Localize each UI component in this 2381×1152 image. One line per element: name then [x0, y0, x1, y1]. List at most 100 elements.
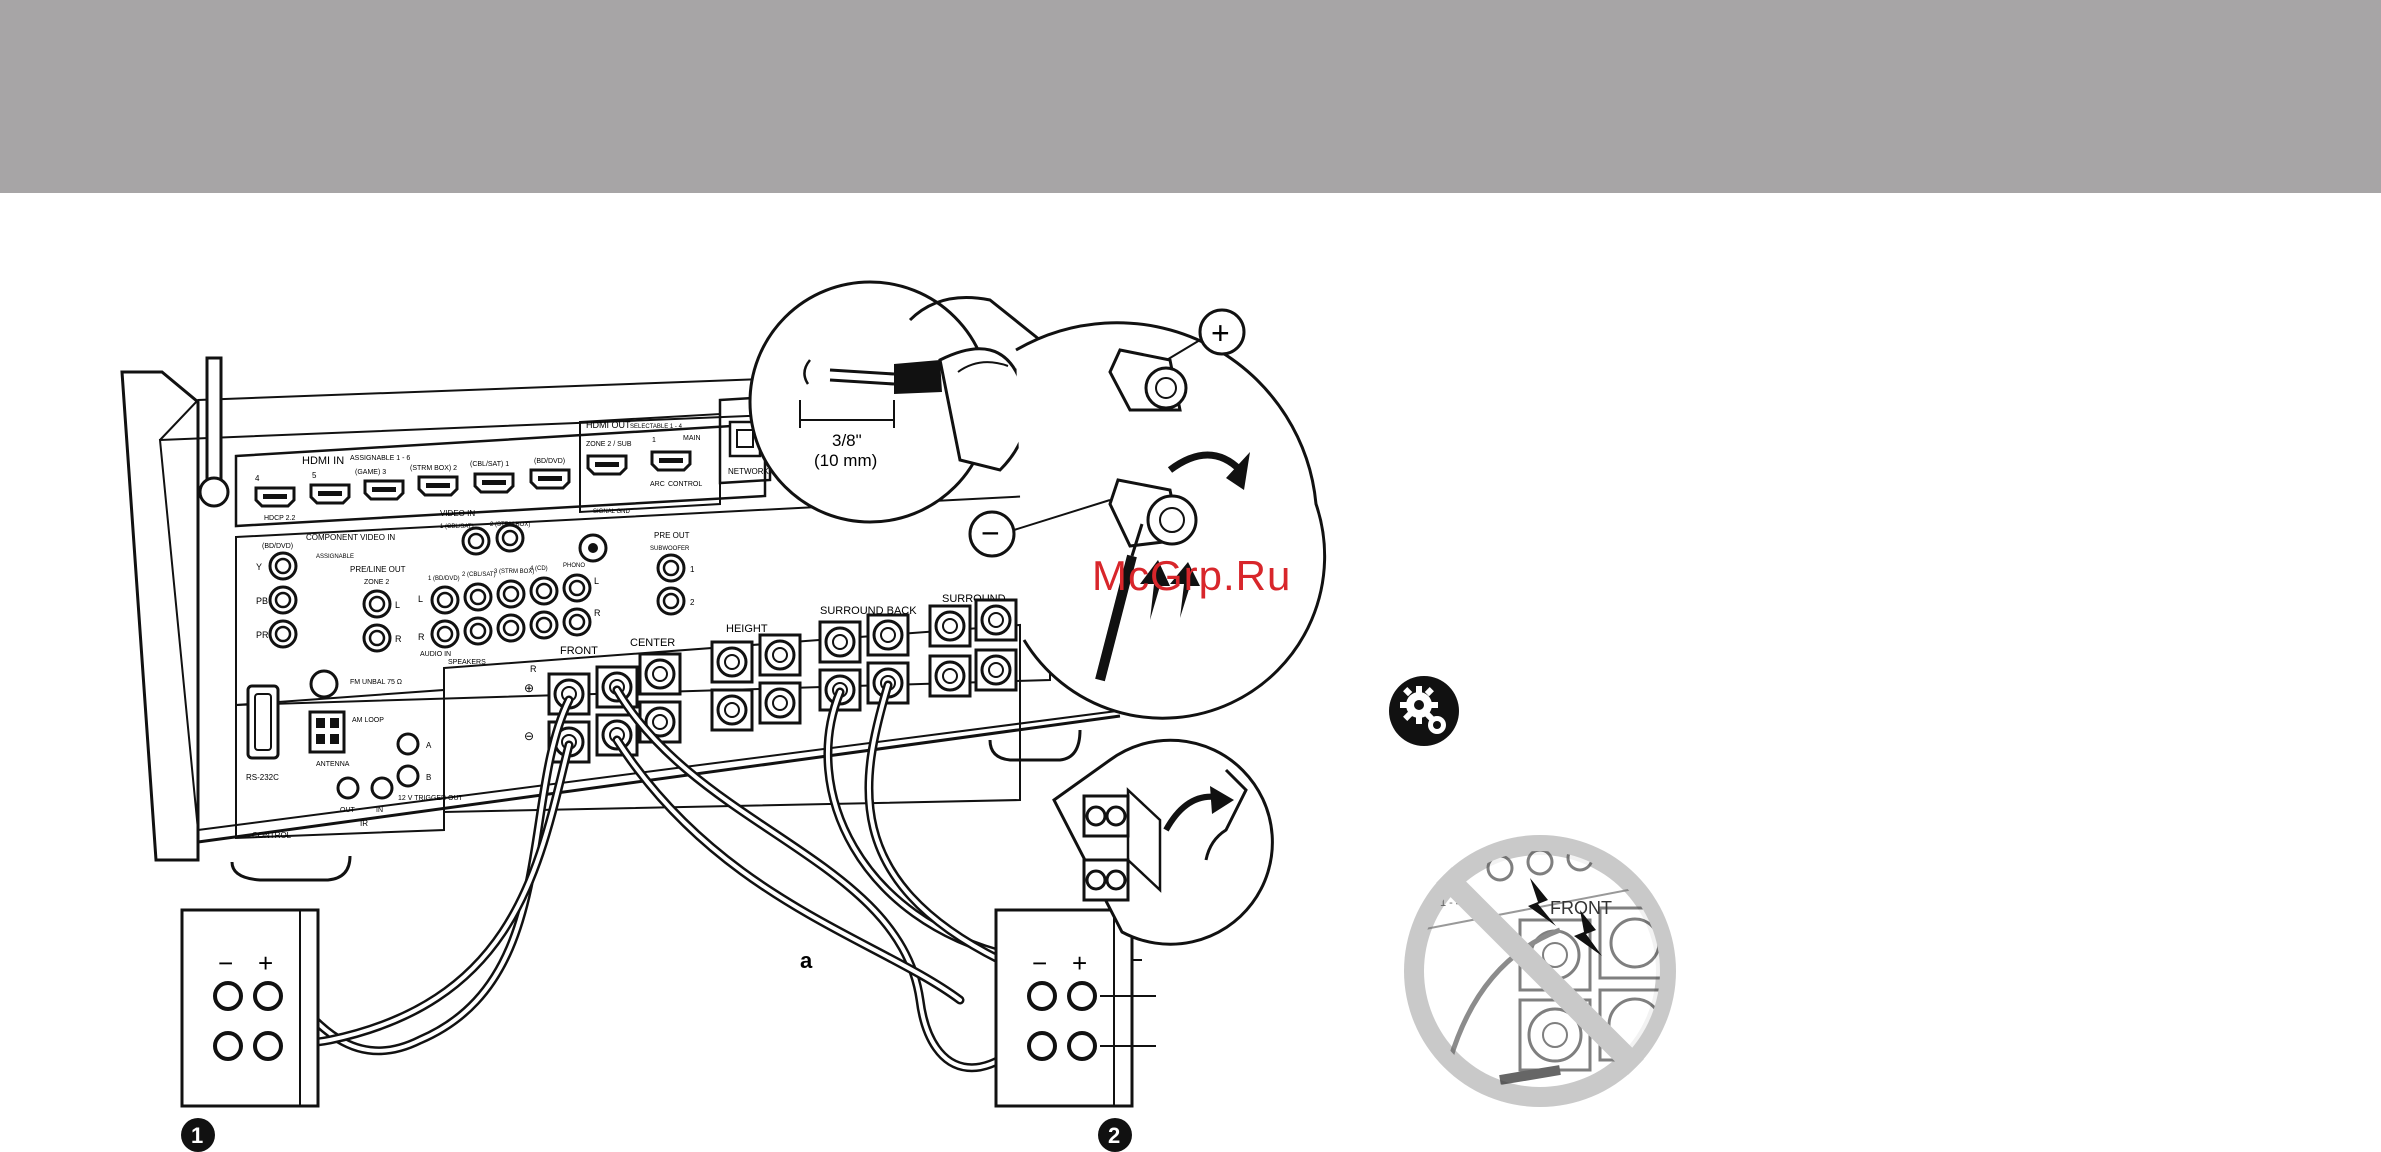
selectable-label: SELECTABLE 1 - 4: [630, 424, 683, 430]
ir-in-label: IN: [376, 807, 383, 814]
jack-audio-2r: [463, 616, 493, 646]
jack-phono-l: [562, 573, 592, 603]
jack-zone2-r: [362, 623, 392, 653]
audio-in-label-1: 1 (BD/DVD): [428, 576, 460, 582]
post-sb-l-plus: [866, 613, 910, 657]
preline-out-label: PRE/LINE OUT: [350, 565, 406, 574]
sub-2-label: 2: [690, 598, 695, 607]
label-a: a: [800, 948, 813, 973]
speaker1-minus: −: [218, 948, 233, 978]
audio-r-label: R: [418, 632, 425, 642]
audio-in-label-3: 3 (STRM BOX): [494, 569, 534, 575]
hdmi-out-zone2: [586, 454, 628, 476]
phono-l-label: L: [594, 576, 599, 586]
hdmi-port-bd: [529, 468, 571, 490]
post-sur-r-plus: [928, 604, 972, 648]
jack-sub-2: [656, 586, 686, 616]
center-label: CENTER: [630, 637, 675, 649]
signal-gnd-label: SIGNAL GND: [593, 509, 630, 515]
hdmi-in-port-label-4: 4: [255, 474, 260, 483]
zone2-l-label: L: [395, 600, 400, 610]
control-hdmi-label: CONTROL: [668, 481, 702, 488]
jack-video-2: [495, 523, 525, 553]
jack-audio-3l: [496, 579, 526, 609]
ir-label: IR: [360, 819, 368, 828]
jack-pb: [268, 585, 298, 615]
post-center-plus: [638, 652, 682, 696]
pr-label: PR: [256, 630, 269, 640]
hdmi-out-1-label: 1: [652, 437, 656, 444]
audio-l-label: L: [418, 594, 423, 604]
post-height-r-minus: [710, 688, 754, 732]
y-label: Y: [256, 562, 262, 572]
hdmi-port-3: [363, 479, 405, 501]
jack-zone2-l: [362, 589, 392, 619]
post-height-r-plus: [710, 640, 754, 684]
zone2-sub-label: ZONE 2 / SUB: [586, 441, 632, 448]
warning-front-label: FRONT: [1550, 898, 1612, 918]
bridge-inset: [1052, 738, 1274, 946]
speaker-cables: [225, 680, 1087, 1073]
ir-out-label: OUT: [340, 807, 356, 814]
speaker1-number-badge: [181, 1118, 215, 1152]
hdmi-in-port-label-2: (STRM BOX) 2: [410, 465, 457, 472]
jack-video-1: [461, 526, 491, 556]
subwoofer-label: SUBWOOFER: [650, 546, 690, 552]
audio-in-label: AUDIO IN: [420, 651, 451, 658]
am-label: AM LOOP: [352, 717, 384, 724]
receiver: HDMI IN ASSIGNABLE 1 - 6 4 5 (GAME) 3 (S…: [120, 356, 1141, 882]
svg-text:⊖: ⊖: [524, 729, 534, 743]
post-height-l-plus: [758, 633, 802, 677]
svg-text:⊕: ⊕: [524, 681, 534, 695]
speaker2-plus: +: [1072, 948, 1087, 978]
speaker2-number: 2: [1108, 1123, 1120, 1148]
network-label: NETWORK: [728, 467, 770, 476]
hdmi-out-main: [650, 450, 692, 472]
strip-measure: 3/8": [832, 431, 862, 450]
hdmi-port-2: [417, 475, 459, 497]
post-sb-r-plus: [818, 620, 862, 664]
hdmi-in-port-label-1: (CBL/SAT) 1: [470, 461, 509, 468]
antenna-label: ANTENNA: [316, 761, 350, 768]
zone2-label: ZONE 2: [364, 579, 389, 586]
arc-label: ARC: [650, 481, 665, 488]
jack-audio-4l: [529, 576, 559, 606]
front-label: FRONT: [560, 645, 598, 657]
control-label: CONTROL: [252, 831, 292, 840]
post-sur-l-plus: [974, 598, 1018, 642]
jack-sub-1: [656, 553, 686, 583]
inset-plus-sign: +: [1211, 315, 1230, 351]
audio-in-label-phono: PHONO: [563, 563, 585, 569]
jack-audio-2l: [463, 582, 493, 612]
post-height-l-minus: [758, 681, 802, 725]
header-bar: [0, 0, 2381, 193]
jack-audio-1r: [430, 619, 460, 649]
main-label: MAIN: [683, 435, 701, 442]
watermark: McGrp.Ru: [1092, 552, 1292, 599]
hdmi-port-1: [473, 472, 515, 494]
hdcp-badge: HDCP 2.2: [264, 515, 295, 522]
jack-y: [268, 551, 298, 581]
component-video-label: COMPONENT VIDEO IN: [306, 533, 395, 542]
rs232c-label: RS-232C: [246, 773, 279, 782]
jack-audio-4r: [529, 610, 559, 640]
settings-gear-icon: [1389, 676, 1459, 746]
speaker-right: − + 2: [994, 908, 1156, 1152]
hdmi-out-label: HDMI OUT: [586, 420, 631, 430]
video-in-label: VIDEO IN: [440, 509, 475, 518]
speaker2-minus: −: [1032, 948, 1047, 978]
jack-audio-1l: [430, 585, 460, 615]
wire-strip-inset: 3/8" (10 mm): [748, 280, 1041, 524]
speaker2-number-badge: [1098, 1118, 1132, 1152]
post-front-l-minus: [595, 713, 639, 757]
jack-audio-3r: [496, 613, 526, 643]
jack-phono-r: [562, 607, 592, 637]
speaker1-plus: +: [258, 948, 273, 978]
pre-out-label: PRE OUT: [654, 531, 690, 540]
height-label: HEIGHT: [726, 623, 768, 635]
front-r-label: R: [530, 664, 537, 674]
phono-r-label: R: [594, 608, 601, 618]
audio-in-label-2: 2 (CBL/SAT): [462, 572, 496, 578]
speaker1-number: 1: [191, 1123, 203, 1148]
fm-label: FM UNBAL 75 Ω: [350, 679, 402, 686]
